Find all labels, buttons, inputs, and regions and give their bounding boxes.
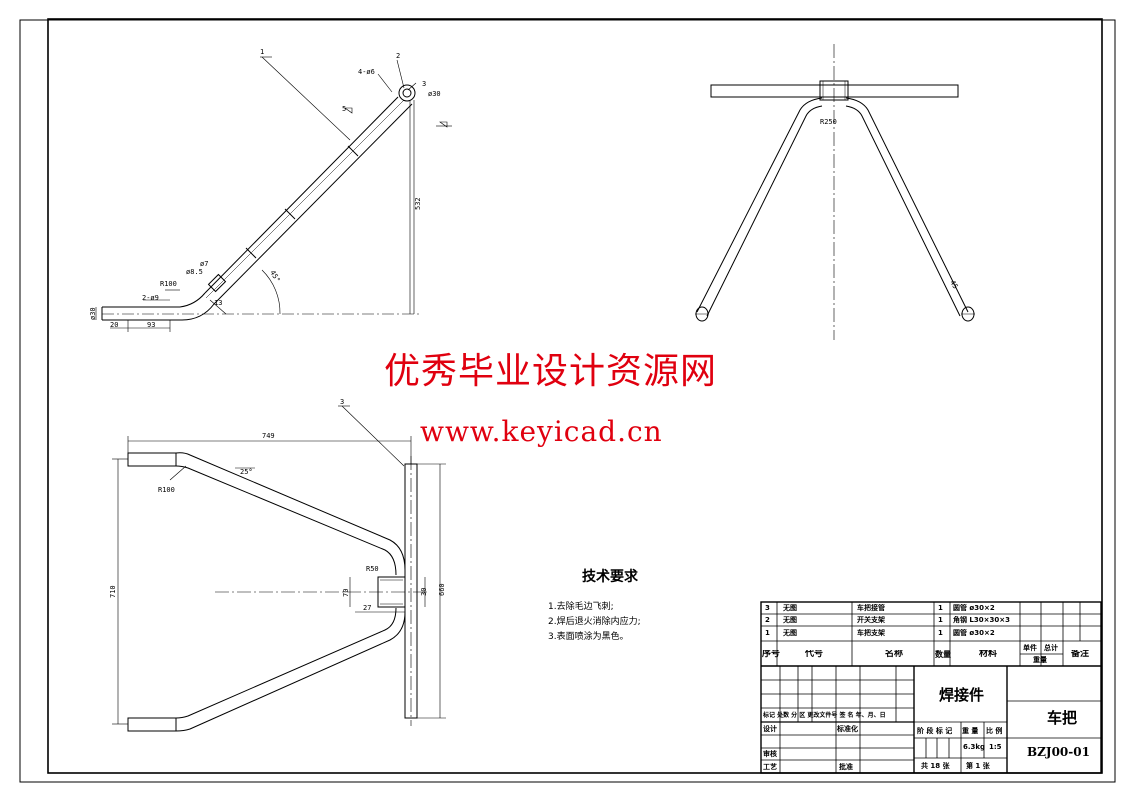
dim-overall-width: 710 [109, 585, 117, 598]
balloon-5: 5 [342, 105, 346, 113]
dim-radius-250: R250 [820, 118, 837, 126]
dim-bend-radius: R100 [160, 280, 177, 288]
dim-hole-7: ø7 [200, 260, 208, 268]
bom-name: 车把接管 [857, 604, 885, 612]
label-design: 设计 [763, 725, 777, 733]
dim-radius-50: R50 [366, 565, 379, 573]
dim-coupler-70: 70 [342, 589, 350, 597]
dim-height: 532 [414, 197, 422, 210]
label-review: 审核 [763, 750, 777, 758]
bom-code: 无图 [783, 616, 797, 624]
bom-no: 2 [765, 616, 770, 624]
bom-header-total: 总计 [1044, 644, 1058, 652]
dim-angle: 45° [268, 269, 281, 284]
technical-requirements: 技术要求 1.去除毛边飞刺; 2.焊后退火消除内应力; 3.表面喷涂为黑色。 [548, 566, 748, 645]
bom-material: 角钢 L30×30×3 [953, 616, 1010, 624]
dim-overall-length: 749 [262, 432, 275, 440]
dim-foot-20: 20 [110, 321, 118, 329]
dim-radius-100: R100 [158, 486, 175, 494]
label-approve: 批准 [839, 763, 853, 771]
title-block: 3 无图 车把接管 1 圆管 ø30×2 2 无图 开关支架 1 角钢 L30×… [761, 602, 1101, 773]
watermark-url: www.keyicad.cn [420, 415, 663, 448]
dim-foot-93: 93 [147, 321, 155, 329]
inner-border [47, 18, 1103, 774]
dim-foot-dia: ø30 [89, 307, 97, 320]
bom-header-no: 序号 [762, 650, 781, 659]
bom-material: 圆管 ø30×2 [953, 604, 995, 612]
title-block-grid [760, 601, 1102, 774]
product-name: 车把 [1047, 709, 1078, 727]
dim-coupler-30: 30 [420, 588, 428, 596]
bom-code: 无图 [783, 604, 797, 612]
dim-holes-9: 2-ø9 [142, 294, 159, 302]
bom-header-name: 名称 [885, 650, 904, 659]
revision-row: 标记 处数 分 区 更改文件号 签 名 年、月、日 [763, 712, 886, 719]
side-view-labels: 1 2 3 4-ø6 5 ø30 532 45° ø7 ø8.5 13 R100… [89, 48, 441, 329]
side-view [95, 56, 452, 332]
bom-name: 开关支架 [857, 616, 885, 624]
label-process: 工艺 [763, 763, 777, 771]
balloon-3-top: 3 [340, 398, 344, 406]
dim-bracket-13: 13 [214, 299, 222, 307]
watermark-title: 优秀毕业设计资源网 [384, 351, 718, 392]
bom-header-weight: 重量 [1033, 656, 1047, 664]
front-view-labels: R250 45 [820, 118, 959, 290]
label-scale: 比 例 [986, 727, 1003, 735]
label-stage: 阶 段 标 记 [917, 727, 953, 735]
bom-no: 3 [765, 604, 770, 612]
dim-bar-660: 660 [438, 583, 446, 596]
drawing-number: BZJ00-01 [1027, 745, 1090, 759]
dim-ring-dia: ø30 [428, 90, 441, 98]
label-holes: 4-ø6 [358, 68, 375, 76]
tech-title: 技术要求 [582, 569, 638, 585]
bom-no: 1 [765, 629, 770, 637]
bom-name: 车把支架 [857, 629, 885, 637]
bom-qty: 1 [938, 604, 943, 612]
bom-header-qty: 数量 [935, 650, 951, 659]
weight-value: 6.3kg [963, 743, 986, 751]
top-view [112, 405, 446, 732]
bom-code: 无图 [783, 629, 797, 637]
balloon-3: 3 [422, 80, 426, 88]
dim-angle-25: 25° [240, 468, 253, 476]
outer-border [19, 19, 1116, 783]
bom-header-material: 材料 [979, 650, 998, 659]
balloon-2: 2 [396, 52, 400, 60]
tech-item: 1.去除毛边飞刺; [548, 602, 614, 612]
tech-item: 3.表面喷涂为黑色。 [548, 632, 629, 642]
bom-qty: 1 [938, 616, 943, 624]
bom-qty: 1 [938, 629, 943, 637]
bom-material: 圆管 ø30×2 [953, 629, 995, 637]
bom-header-single: 单件 [1023, 644, 1037, 652]
front-view [695, 44, 975, 340]
dim-coupler-27: 27 [363, 604, 371, 612]
top-view-labels: 3 749 25° R100 710 R50 70 27 30 660 [109, 398, 446, 612]
sheet-number: 第 1 张 [966, 762, 990, 770]
tech-item: 2.焊后退火消除内应力; [548, 617, 641, 627]
dim-hole-8-5: ø8.5 [186, 268, 203, 276]
part-title: 焊接件 [939, 686, 985, 704]
scale-value: 1:5 [989, 743, 1002, 751]
label-standardize: 标准化 [837, 725, 858, 733]
dim-45: 45 [948, 279, 959, 290]
bom-header-code: 代号 [805, 650, 824, 659]
label-weight: 重 量 [962, 727, 979, 735]
sheet-count: 共 18 张 [921, 762, 950, 770]
balloon-1: 1 [260, 48, 264, 56]
bom-header-remark: 备注 [1071, 650, 1090, 659]
